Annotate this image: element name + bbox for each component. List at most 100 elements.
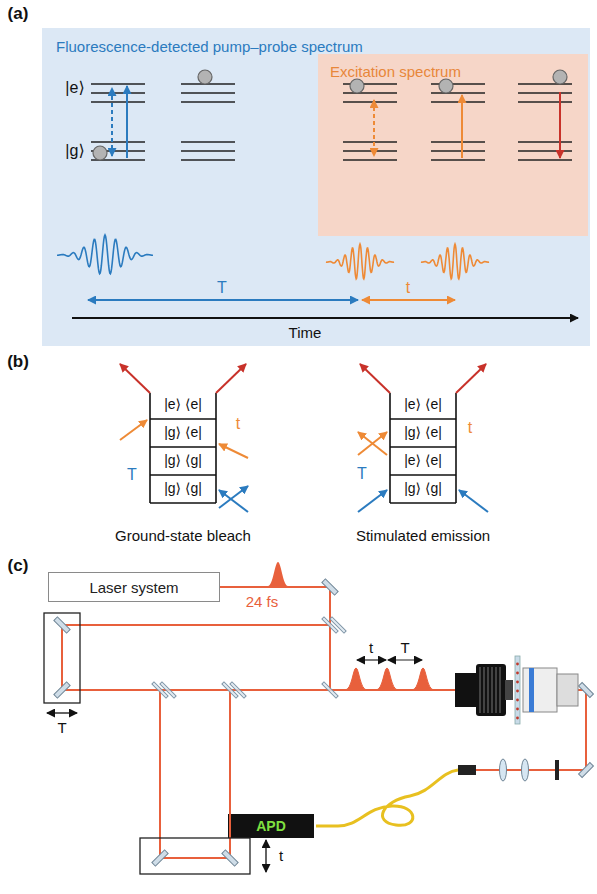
feynman-diagram: [389, 393, 391, 503]
objective-lens: [455, 664, 513, 716]
sample: [516, 717, 519, 720]
interaction-arrows: [120, 364, 150, 393]
energy-levels: [431, 150, 485, 152]
laser-box: Laser system: [48, 572, 220, 602]
delay-label: t: [236, 415, 240, 433]
delay-label: T: [400, 640, 409, 657]
feynman-diagram: [215, 393, 217, 503]
energy-levels: [343, 101, 397, 103]
axis-label: Time: [289, 325, 322, 342]
state-label: |e⟩: [65, 79, 84, 97]
mirror: [322, 579, 338, 595]
energy-levels: [343, 150, 397, 152]
density-matrix: |g⟩ ⟨g|: [404, 481, 442, 496]
energy-levels: [343, 141, 397, 143]
stage-arrows: [265, 840, 266, 872]
objective-lens: [480, 667, 481, 713]
delay-label: t: [369, 640, 373, 657]
energy-levels: [343, 92, 397, 94]
interaction-arrows: [360, 364, 390, 393]
collection-objective: [523, 668, 578, 712]
energy-levels: [518, 141, 572, 143]
mirror: [222, 850, 238, 866]
panel-letter: (b): [7, 353, 29, 372]
objective-lens: [476, 664, 506, 716]
detector-box: APD: [228, 814, 314, 838]
laser-beam: [62, 587, 586, 858]
interaction-arrows: [459, 490, 488, 512]
density-matrix: |e⟩ ⟨e|: [164, 397, 202, 412]
delay-arrows: [72, 317, 578, 319]
beam-splitter: [152, 617, 346, 698]
collection-objective: [557, 674, 578, 706]
lens: [522, 759, 529, 781]
collection-objective: [529, 668, 534, 712]
transition-arrows: [111, 88, 113, 156]
feynman-diagram: [390, 446, 456, 448]
pulse-train: [345, 668, 434, 690]
transition-arrows: [373, 100, 375, 156]
beam-splitter: [230, 682, 246, 698]
feynman-diagram: [150, 502, 216, 504]
objective-lens: [480, 667, 500, 713]
energy-levels: [91, 83, 145, 85]
energy-levels: [181, 101, 235, 103]
wave-packets: [421, 244, 489, 279]
mirror: [579, 683, 594, 698]
density-matrix: |g⟩ ⟨g|: [164, 453, 202, 468]
interaction-arrows: [216, 364, 246, 393]
spectrum-panel: Fluorescence-detected pump–probe spectru…: [42, 28, 590, 346]
feynman-diagram: [149, 393, 151, 503]
pulse-duration: 24 fs: [246, 594, 279, 611]
lens: [500, 759, 507, 781]
feynman-diagram: [150, 474, 216, 476]
box-label: APD: [256, 818, 286, 834]
laser-beam: [160, 690, 230, 858]
fiber-connector: [458, 765, 476, 775]
interaction-arrows: [219, 490, 248, 512]
filter: [555, 760, 559, 780]
feynman-diagram: [390, 418, 456, 420]
state-label: |g⟩: [65, 142, 84, 160]
diagram-caption: Stimulated emission: [356, 528, 490, 545]
interaction-arrows: [358, 432, 387, 455]
transition-arrows: [126, 86, 128, 158]
transition-arrows: [461, 95, 463, 158]
objective-lens: [496, 667, 497, 713]
panel-letter: (a): [8, 5, 29, 24]
delay-arrows: [362, 299, 455, 301]
beam-splitter: [322, 682, 338, 698]
panel-heading: Fluorescence-detected pump–probe spectru…: [56, 38, 363, 55]
density-matrix: |e⟩ ⟨e|: [404, 397, 442, 412]
collection-objective: [523, 668, 557, 712]
delay-label: T: [357, 465, 367, 483]
laser-pulse: [268, 562, 288, 586]
feynman-diagram: [150, 393, 456, 503]
sample: [516, 681, 519, 684]
interaction-arrows: [456, 364, 486, 393]
pulse-delay-arrows: [357, 659, 422, 660]
sample: [516, 708, 519, 711]
mirror: [579, 763, 594, 778]
sample: [515, 656, 520, 724]
feynman-diagram: [150, 446, 216, 448]
panel-letter: (c): [8, 557, 29, 576]
objective-lens: [455, 673, 477, 707]
objective-lens: [492, 667, 493, 713]
panel-heading: Excitation spectrum: [330, 63, 461, 80]
pulse-delay-arrows: [357, 659, 386, 660]
population-ball: [553, 70, 567, 84]
interaction-arrows: [219, 486, 248, 508]
diagram-caption: Ground-state bleach: [115, 528, 251, 545]
mirror: [54, 617, 70, 633]
energy-levels: [518, 101, 572, 103]
feynman-diagram: [390, 502, 456, 504]
delay-label: T: [57, 720, 66, 737]
laser-beam: [220, 587, 455, 690]
objective-lens: [484, 667, 485, 713]
energy-levels: [431, 92, 485, 94]
density-matrix: |g⟩ ⟨e|: [404, 425, 442, 440]
sample: [516, 699, 519, 702]
